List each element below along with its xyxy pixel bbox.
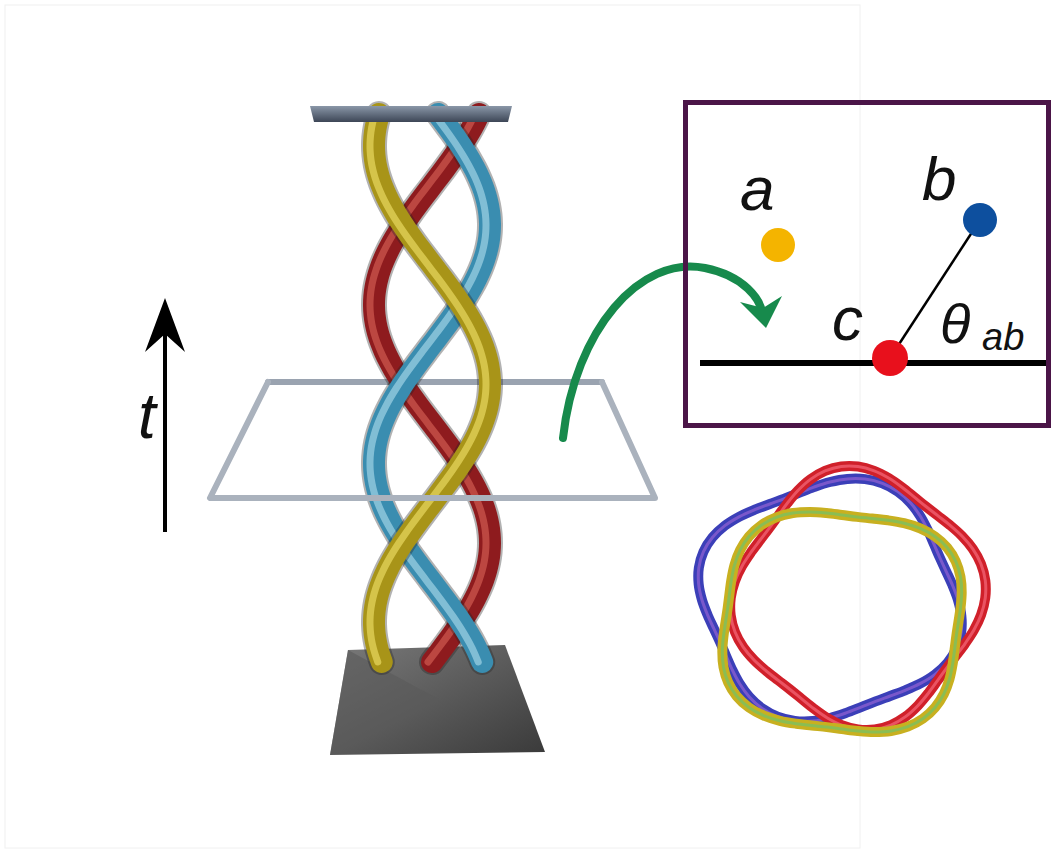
anyon-label: a bbox=[740, 158, 774, 220]
braid-strand bbox=[370, 114, 490, 662]
top-plate bbox=[310, 106, 512, 122]
linked-rings bbox=[698, 466, 986, 732]
anyon-label: c bbox=[832, 288, 863, 350]
strand-body bbox=[374, 114, 490, 662]
time-axis bbox=[163, 312, 167, 532]
time-arrowhead bbox=[145, 298, 185, 352]
angle-label: θ bbox=[940, 296, 970, 352]
anyon-label: b bbox=[922, 148, 956, 210]
strand-highlight bbox=[370, 114, 486, 662]
anyon-dot bbox=[872, 340, 908, 376]
braid-strand bbox=[370, 114, 490, 662]
strand-shadow bbox=[374, 114, 490, 662]
zoom-arrowhead bbox=[740, 296, 782, 328]
time-slice-plane bbox=[268, 379, 602, 385]
strand-shadow bbox=[374, 114, 490, 662]
anyon-dot bbox=[761, 228, 795, 262]
strand-body bbox=[374, 114, 490, 662]
braid-strand bbox=[370, 114, 490, 662]
ring-highlight bbox=[722, 512, 961, 732]
zoom-arrow bbox=[563, 267, 762, 438]
inset-panel: abcθab bbox=[683, 100, 1051, 428]
strand-body bbox=[374, 114, 490, 662]
angle-line bbox=[890, 220, 980, 358]
braid bbox=[370, 114, 490, 662]
ring bbox=[722, 512, 961, 732]
ring-body bbox=[722, 512, 961, 732]
anyon-dot bbox=[963, 203, 997, 237]
angle-subscript: ab bbox=[982, 318, 1024, 356]
time-label: t bbox=[138, 384, 156, 448]
time-slice-plane bbox=[210, 382, 655, 498]
strand-shadow bbox=[374, 114, 490, 662]
